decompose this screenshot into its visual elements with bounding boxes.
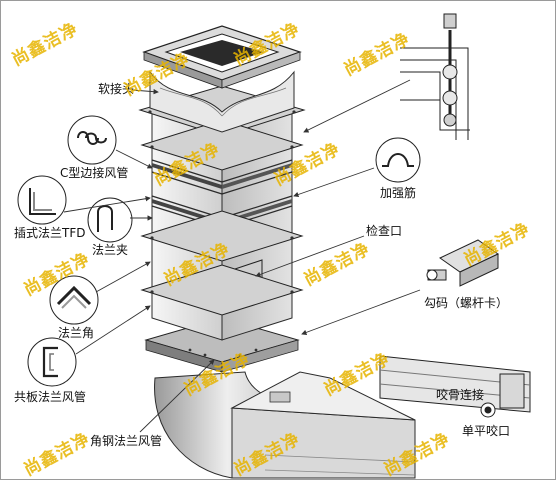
stiffener-icon [375, 137, 421, 183]
common-board-icon [27, 337, 77, 387]
label-common-board-duct: 共板法兰风管 [14, 390, 87, 404]
insert-flange-icon [17, 175, 67, 225]
hook-clamp-inset [426, 239, 499, 287]
top-frame [142, 25, 302, 89]
soft-joint [149, 70, 295, 133]
label-hook-clamp: 勾码（螺杆卡） [424, 296, 509, 310]
leader-lines [63, 79, 421, 433]
flange-corner-icon [49, 275, 99, 325]
label-c-type-duct: C型边接风管 [60, 166, 129, 180]
label-single-flat-seam: 单平咬口 [462, 424, 511, 438]
flange-bolts [148, 110, 296, 357]
label-angle-steel-duct: 角钢法兰风管 [90, 434, 163, 448]
seam-detail-inset [379, 355, 531, 418]
label-flange-clip: 法兰夹 [92, 243, 129, 257]
label-inspection-port: 检查口 [366, 224, 403, 238]
bolt-detail-inset [400, 13, 470, 140]
label-flange-corner: 法兰角 [58, 326, 95, 340]
label-stiffener: 加强筋 [380, 186, 417, 200]
c-type-icon [67, 115, 117, 165]
label-insert-flange: 插式法兰TFD [14, 226, 86, 240]
flange-clip-icon [87, 197, 133, 243]
label-soft-joint: 软接头 [98, 82, 135, 96]
label-snap-seam: 咬骨连接 [436, 388, 485, 402]
elbow-duct [154, 371, 416, 479]
